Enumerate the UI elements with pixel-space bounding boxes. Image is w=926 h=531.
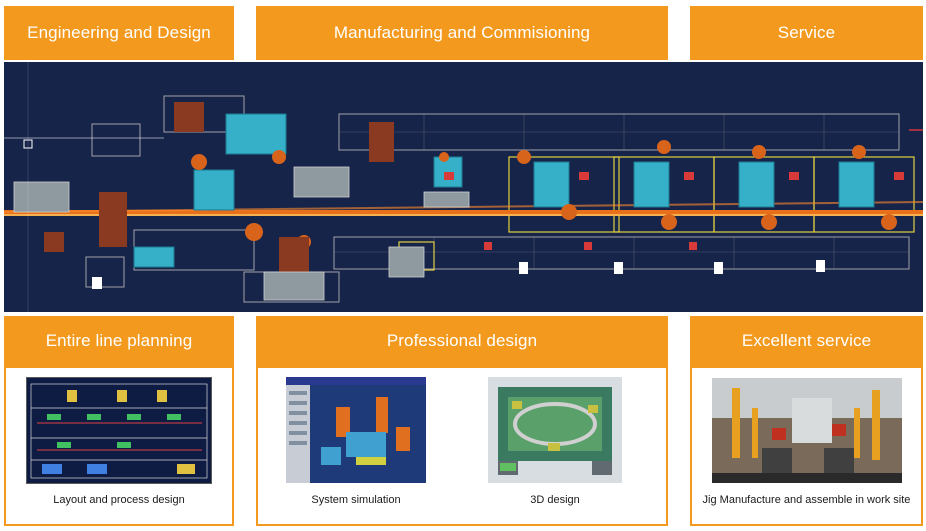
3d-design-caption: 3D design xyxy=(530,494,580,506)
header-professional-design: Professional design xyxy=(256,316,668,366)
planning-title: Entire line planning xyxy=(45,331,193,350)
excellent-title: Excellent service xyxy=(741,331,872,350)
cad-line-layout xyxy=(4,62,923,312)
system-simulation-image xyxy=(286,377,426,483)
3d-design-image xyxy=(488,377,622,483)
header-engineering-label: Engineering and Design xyxy=(27,23,211,42)
layout-drawing-image xyxy=(26,377,212,484)
card-planning: Layout and process design xyxy=(4,366,234,526)
card-professional: System simulation 3D design xyxy=(256,366,668,526)
cad-layout-drawing xyxy=(4,62,923,312)
work-site-photo xyxy=(712,378,902,483)
planning-caption: Layout and process design xyxy=(53,494,185,506)
header-manufacturing-label: Manufacturing and Commisioning xyxy=(333,23,591,42)
header-excellent-service: Excellent service xyxy=(690,316,923,366)
simulation-caption: System simulation xyxy=(311,494,401,506)
header-engineering-design: Engineering and Design xyxy=(4,6,234,60)
card-excellent-service: Jig Manufacture and assemble in work sit… xyxy=(690,366,923,526)
header-service: Service xyxy=(690,6,923,60)
professional-title: Professional design xyxy=(386,331,538,350)
header-service-label: Service xyxy=(777,23,836,42)
header-entire-line-planning: Entire line planning xyxy=(4,316,234,366)
header-manufacturing: Manufacturing and Commisioning xyxy=(256,6,668,60)
service-caption: Jig Manufacture and assemble in work sit… xyxy=(702,494,911,506)
